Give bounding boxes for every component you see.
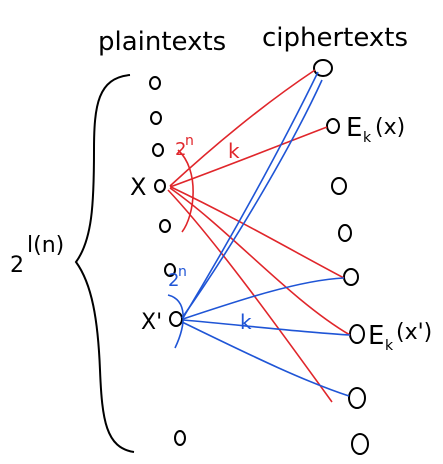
blue-edge bbox=[182, 277, 345, 320]
red-arc bbox=[177, 149, 194, 233]
plaintext-node-x bbox=[154, 179, 166, 193]
label-ek-xp-e: E bbox=[368, 321, 384, 351]
red-count-exp: n bbox=[185, 133, 194, 149]
red-key-label: k bbox=[228, 139, 240, 163]
plaintext-label-x-prime: X' bbox=[141, 310, 162, 335]
plaintext-node-x-prime bbox=[169, 311, 183, 327]
blue-edge bbox=[181, 321, 350, 397]
red-edges bbox=[167, 69, 351, 403]
blue-count-base: 2 bbox=[168, 270, 179, 291]
plaintext-nodes bbox=[149, 76, 186, 446]
red-edge bbox=[167, 189, 333, 403]
label-ek-x-e: E bbox=[346, 113, 362, 143]
set-size-base: 2 bbox=[10, 253, 24, 278]
plaintext-node bbox=[152, 143, 164, 157]
label-ek-x-arg: (x) bbox=[375, 115, 405, 140]
red-edge bbox=[170, 186, 345, 279]
blue-edge bbox=[182, 71, 319, 319]
plaintext-node bbox=[150, 111, 162, 125]
ciphertext-node bbox=[338, 224, 352, 242]
ciphertexts-header: ciphertexts bbox=[262, 23, 408, 53]
plaintext-label-x: X bbox=[130, 173, 146, 201]
blue-arc bbox=[167, 294, 184, 349]
blue-key-label: k bbox=[240, 310, 252, 334]
ciphertext-node bbox=[343, 268, 359, 286]
red-edge bbox=[169, 187, 351, 336]
plaintext-node bbox=[159, 219, 171, 233]
red-edge bbox=[169, 126, 328, 188]
ciphertext-node bbox=[348, 387, 366, 409]
blue-edge bbox=[181, 79, 323, 319]
label-ek-x-sub: k bbox=[363, 130, 372, 146]
ciphertext-node bbox=[313, 59, 333, 77]
set-size-exponent: l(n) bbox=[27, 233, 64, 258]
blue-edges bbox=[167, 71, 351, 397]
label-ek-xp-sub: k bbox=[385, 338, 394, 354]
plaintexts-header: plaintexts bbox=[98, 27, 226, 57]
ciphertext-node bbox=[351, 433, 369, 455]
plaintext-node bbox=[174, 430, 186, 446]
set-brace bbox=[74, 74, 135, 453]
ciphertext-node bbox=[331, 177, 347, 195]
plaintext-node bbox=[149, 76, 161, 90]
label-ek-xp-arg: (x') bbox=[396, 320, 432, 345]
red-count-base: 2 bbox=[175, 139, 186, 160]
red-edge bbox=[169, 69, 316, 187]
blue-count-exp: n bbox=[178, 264, 187, 280]
plaintext-node bbox=[164, 263, 176, 277]
ciphertext-node-ek-x bbox=[326, 118, 340, 134]
ciphertext-node-ek-xp bbox=[349, 324, 365, 344]
ciphertext-nodes bbox=[313, 59, 369, 455]
blue-edge bbox=[182, 319, 351, 336]
